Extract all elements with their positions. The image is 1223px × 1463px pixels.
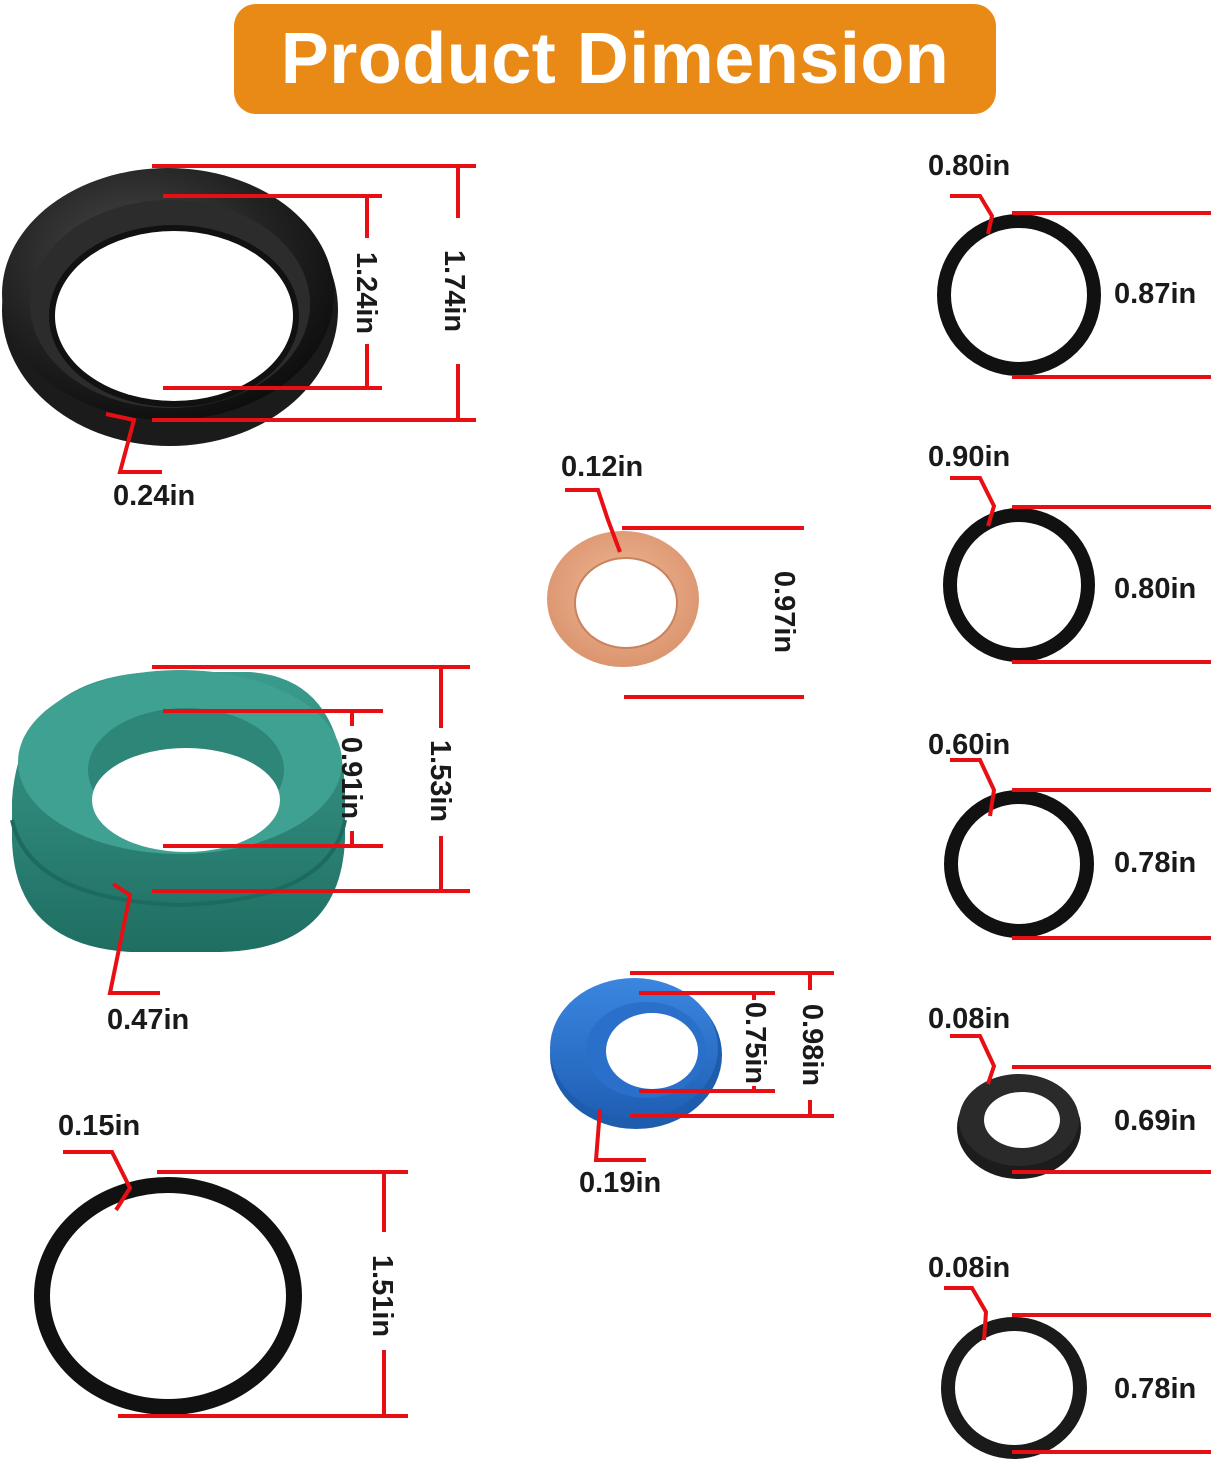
green-seal <box>10 670 347 952</box>
o-ring-1 <box>937 214 1101 376</box>
copper-washer-thickness-label: 0.12in <box>561 451 643 483</box>
o-ring-2-thickness-label: 0.90in <box>928 441 1010 473</box>
o-ring-4 <box>957 1074 1081 1179</box>
copper-washer-dimension-lines <box>565 488 804 699</box>
large-o-ring <box>34 1177 302 1415</box>
o-ring-3-outer-label: 0.78in <box>1114 847 1196 879</box>
blue-seal-thickness-label: 0.19in <box>579 1167 661 1199</box>
o-ring-1-outer-label: 0.87in <box>1114 278 1196 310</box>
o-ring-5-thickness-label: 0.08in <box>928 1252 1010 1284</box>
o-ring-5-outer-label: 0.78in <box>1114 1373 1196 1405</box>
o-ring-3 <box>944 790 1094 938</box>
o-ring-4-thickness-label: 0.08in <box>928 1003 1010 1035</box>
o-ring-3-thickness-label: 0.60in <box>928 729 1010 761</box>
oil-seal-dimension-lines <box>105 164 476 474</box>
o-ring-2-outer-label: 0.80in <box>1114 573 1196 605</box>
green-seal-thickness-label: 0.47in <box>107 1004 189 1036</box>
oil-seal-outer-label: 1.74in <box>438 250 470 332</box>
blue-seal-outer-label: 0.98in <box>796 1004 828 1086</box>
banner-title: Product Dimension <box>280 19 950 99</box>
o-ring-4-dimension-lines <box>950 1034 1211 1174</box>
o-ring-1-thickness-label: 0.80in <box>928 150 1010 182</box>
o-ring-4-outer-label: 0.69in <box>1114 1105 1196 1137</box>
large-o-ring-dimension-lines <box>63 1150 408 1418</box>
o-ring-3-dimension-lines <box>950 758 1211 940</box>
green-seal-dimension-lines <box>107 665 470 995</box>
copper-washer-outer-label: 0.97in <box>768 571 800 653</box>
oil-seal-inner-label: 1.24in <box>350 252 382 334</box>
blue-seal-inner-label: 0.75in <box>739 1002 771 1084</box>
o-ring-2 <box>943 508 1095 662</box>
green-seal-outer-label: 1.53in <box>424 740 456 822</box>
o-ring-5 <box>941 1317 1087 1459</box>
large-o-ring-thickness-label: 0.15in <box>58 1110 140 1142</box>
oil-seal-thickness-label: 0.24in <box>113 480 195 512</box>
o-ring-1-dimension-lines <box>950 194 1211 379</box>
blue-seal-dimension-lines <box>593 971 834 1162</box>
title-banner: Product Dimension <box>234 4 996 114</box>
green-seal-inner-label: 0.91in <box>335 737 367 819</box>
o-ring-2-dimension-lines <box>950 476 1211 664</box>
large-o-ring-outer-label: 1.51in <box>366 1255 398 1337</box>
oil-seal <box>2 168 338 446</box>
blue-seal <box>550 978 722 1129</box>
copper-washer <box>547 531 699 667</box>
o-ring-5-dimension-lines <box>944 1286 1211 1454</box>
